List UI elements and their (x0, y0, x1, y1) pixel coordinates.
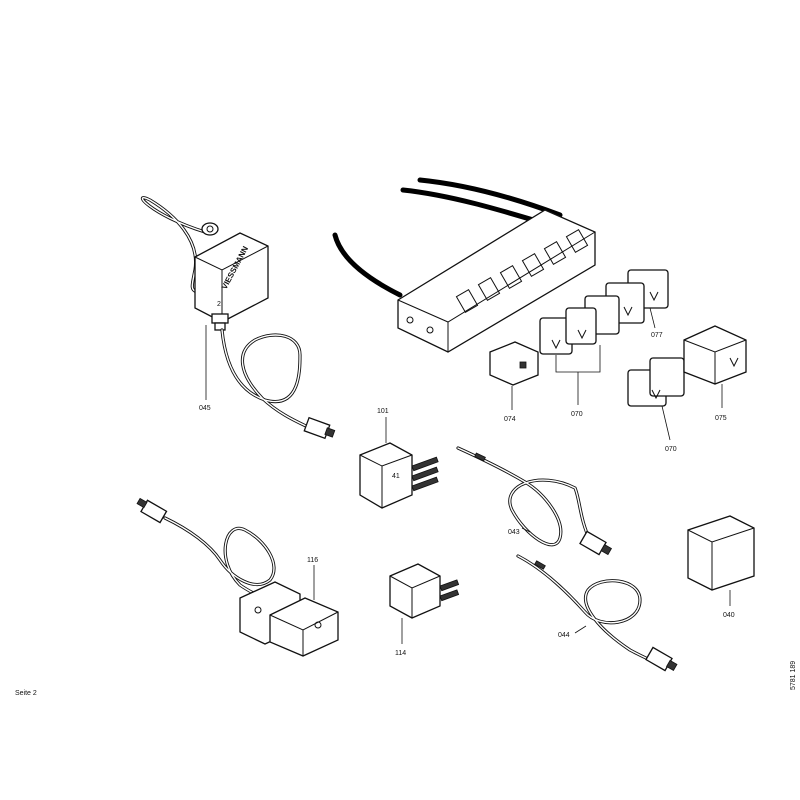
label-077: 077 (651, 332, 663, 339)
part-043-cable: 043 (456, 446, 613, 556)
label-074: 074 (504, 416, 516, 423)
part-114-connector: 114 (389, 563, 460, 657)
document-number: 5781 189 (790, 661, 797, 690)
label-101: 101 (377, 408, 389, 415)
part-074-plug: 074 (489, 341, 539, 423)
label-070-top: 070 (571, 411, 583, 418)
connector-marker: 41 (392, 473, 400, 480)
label-044: 044 (558, 632, 570, 639)
label-070-lower: 070 (665, 446, 677, 453)
junction-strip (332, 177, 596, 353)
part-045-sensor: VIESSMANN 2 045 (140, 196, 336, 440)
label-043: 043 (508, 529, 520, 536)
label-075: 075 (715, 415, 727, 422)
label-114: 114 (395, 650, 406, 657)
part-070-plugs-top: 070 (539, 307, 601, 418)
label-116: 116 (307, 557, 318, 564)
part-070-plugs-lower: 070 (627, 357, 685, 453)
part-077-plugs: 077 (584, 269, 669, 339)
sensor-marker: 2 (217, 301, 221, 308)
part-040-cover: 040 (687, 515, 755, 619)
part-116-harness: 116 (136, 497, 339, 657)
part-075-plug: 075 (683, 325, 747, 422)
label-040: 040 (723, 612, 735, 619)
part-044-cable: 044 (516, 554, 678, 672)
footer-page-label: Seite 2 (15, 690, 37, 697)
label-045: 045 (199, 405, 211, 412)
part-101-connector: 41 101 (359, 408, 439, 509)
